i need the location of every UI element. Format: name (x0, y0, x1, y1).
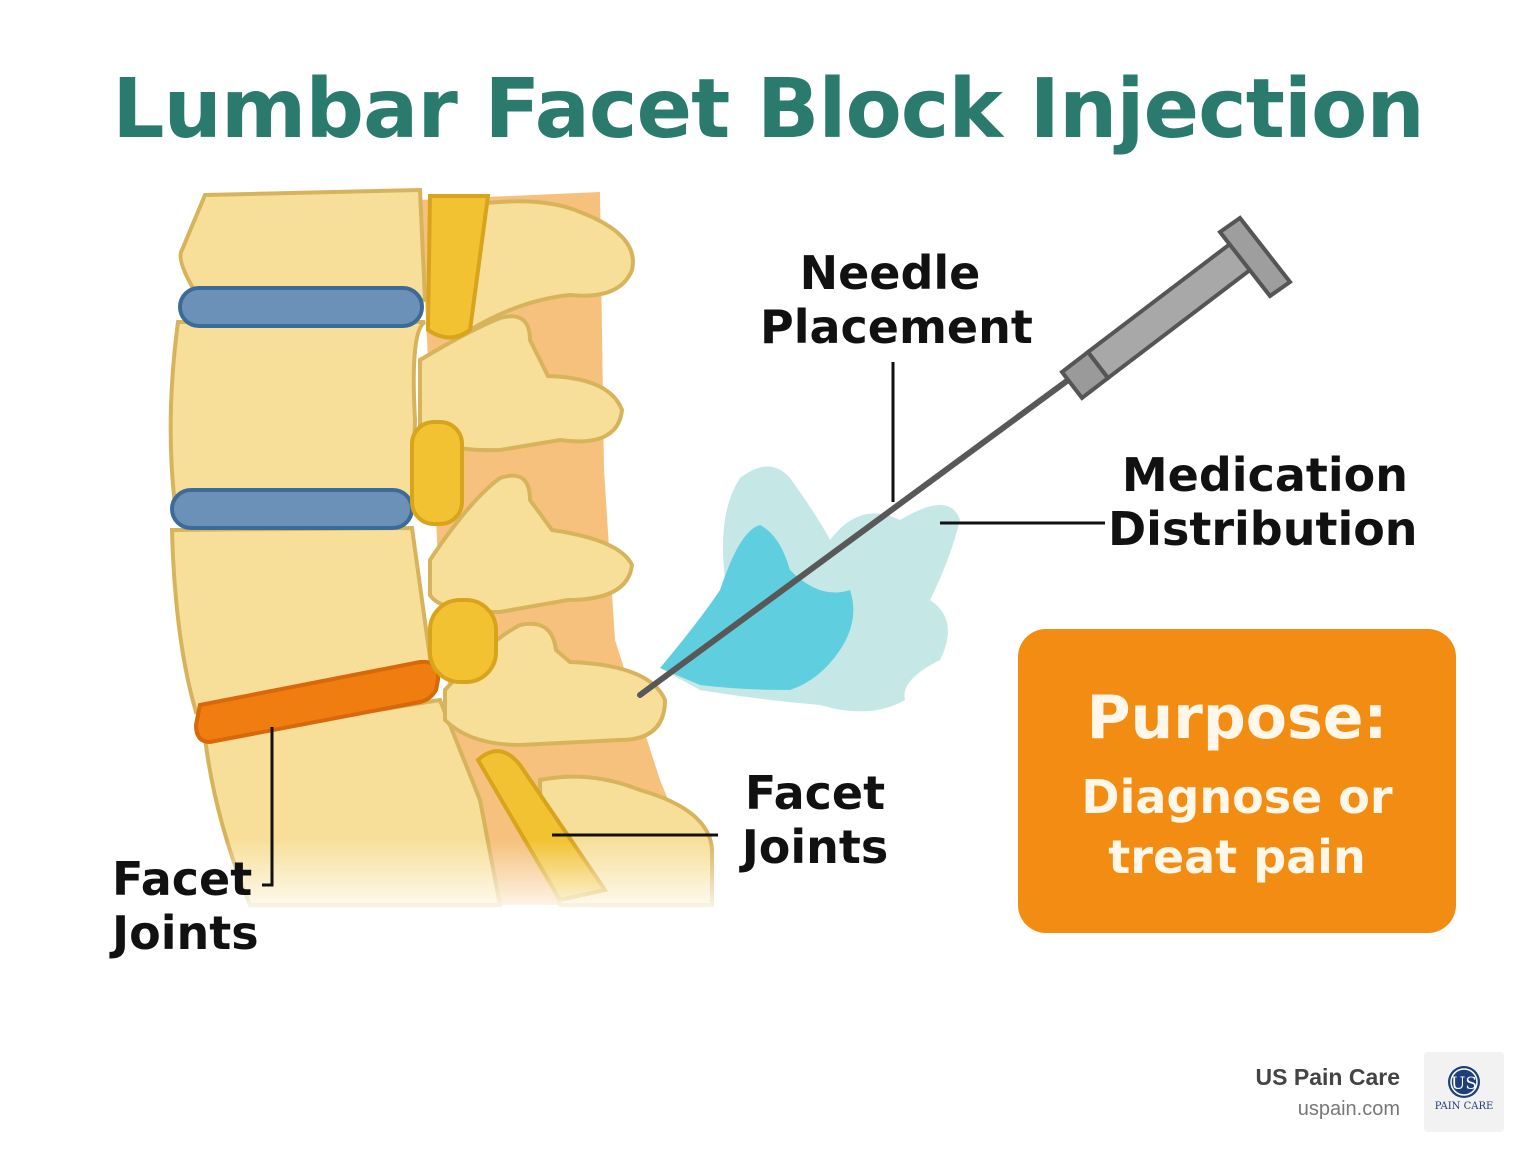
vertebra-body-2 (168, 320, 427, 507)
brand-name: US Pain Care (1255, 1064, 1400, 1090)
label-line: Joints (741, 820, 889, 874)
vertebra-body-3 (169, 525, 435, 715)
label-needle-placement: Needle Placement (760, 246, 1033, 354)
logo-subtext: PAIN CARE (1434, 1101, 1494, 1112)
us-pain-care-logo: US PAIN CARE (1424, 1052, 1504, 1132)
bottom-fade (150, 840, 750, 920)
purpose-text-line: treat pain (1108, 830, 1366, 884)
facet-joint-2 (428, 598, 498, 684)
purpose-text-line: Diagnose or (1081, 770, 1393, 824)
ligament-upper (425, 194, 491, 340)
purpose-box: Purpose: Diagnose or treat pain (1018, 629, 1456, 933)
facet-joint-1 (410, 420, 464, 526)
leader-facet-joints-left (262, 727, 274, 887)
spinous-process-4 (443, 621, 668, 748)
logo-text: US (1451, 1074, 1477, 1094)
label-line: Placement (760, 300, 1033, 354)
label-medication-distribution: Medication Distribution (1108, 448, 1418, 556)
purpose-heading: Purpose: (1086, 683, 1388, 753)
label-line: Medication (1121, 448, 1408, 502)
page-title: Lumbar Facet Block Injection (112, 62, 1424, 157)
vertebra-body-1 (178, 187, 428, 302)
brand-url[interactable]: uspain.com (1297, 1098, 1400, 1120)
spinous-process-1 (468, 199, 635, 334)
intervertebral-disc-1 (178, 286, 424, 328)
spinous-process-2 (418, 314, 625, 453)
purpose-text: Diagnose or treat pain (1018, 767, 1456, 887)
label-line: Distribution (1108, 502, 1418, 556)
intervertebral-disc-2 (170, 488, 414, 530)
label-line: Joints (112, 906, 259, 960)
label-line: Facet (744, 766, 886, 820)
logo-emblem: US (1448, 1066, 1480, 1098)
label-facet-joints-center: Facet Joints (730, 766, 900, 874)
label-facet-joints-left: Facet Joints (112, 852, 282, 960)
label-line: Needle (799, 246, 981, 300)
label-line: Facet (112, 852, 253, 906)
needle-icon (637, 215, 1293, 698)
